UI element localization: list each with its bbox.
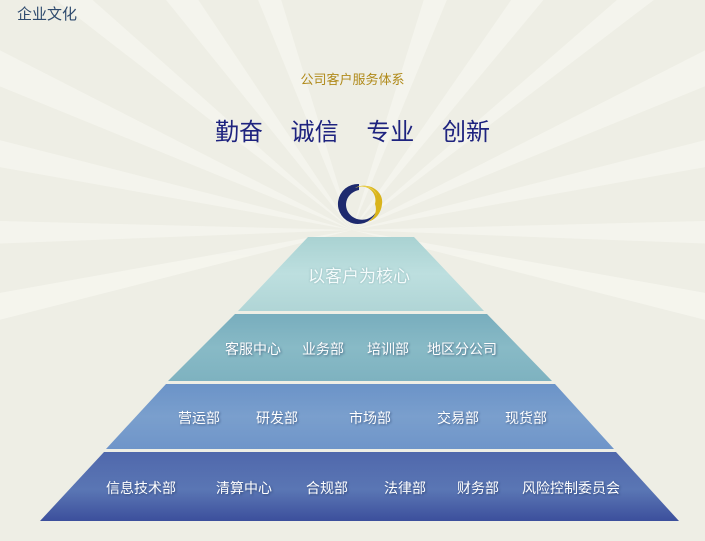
tier-2-item: 地区分公司 xyxy=(427,342,497,358)
diagram-subtitle: 公司客户服务体系 xyxy=(300,73,405,88)
tier-4-item: 清算中心 xyxy=(216,481,272,497)
tier-1-label: 以客户为核心 xyxy=(308,267,410,287)
tier-1-shape xyxy=(238,237,484,311)
tier-3-shape xyxy=(106,384,614,449)
tier-3-item: 交易部 xyxy=(437,411,479,427)
page-title: 企业文化 xyxy=(17,5,78,23)
tier-4-shape xyxy=(40,452,679,521)
tier-4-item: 法律部 xyxy=(384,481,426,497)
value-innovation: 创新 xyxy=(441,118,490,146)
tier-3-item: 研发部 xyxy=(256,411,298,427)
tier-3-item: 营运部 xyxy=(178,411,220,427)
tier-3-item: 现货部 xyxy=(505,411,547,427)
tier-4-item: 财务部 xyxy=(457,481,499,497)
tier-3-item: 市场部 xyxy=(349,411,391,427)
value-integrity: 诚信 xyxy=(290,118,339,146)
ring-logo-icon xyxy=(337,183,383,224)
tier-2-item: 培训部 xyxy=(367,342,409,358)
value-diligence: 勤奋 xyxy=(215,118,264,146)
tier-2-shape xyxy=(168,314,552,381)
tier-4-item: 风险控制委员会 xyxy=(522,481,620,497)
tier-2-item: 客服中心 xyxy=(225,342,281,358)
value-professional: 专业 xyxy=(366,118,415,146)
core-values: 勤奋 诚信 专业 创新 xyxy=(0,112,705,147)
tier-4-item: 合规部 xyxy=(306,481,348,497)
tier-4-item: 信息技术部 xyxy=(106,481,176,497)
tier-2-item: 业务部 xyxy=(302,342,344,358)
